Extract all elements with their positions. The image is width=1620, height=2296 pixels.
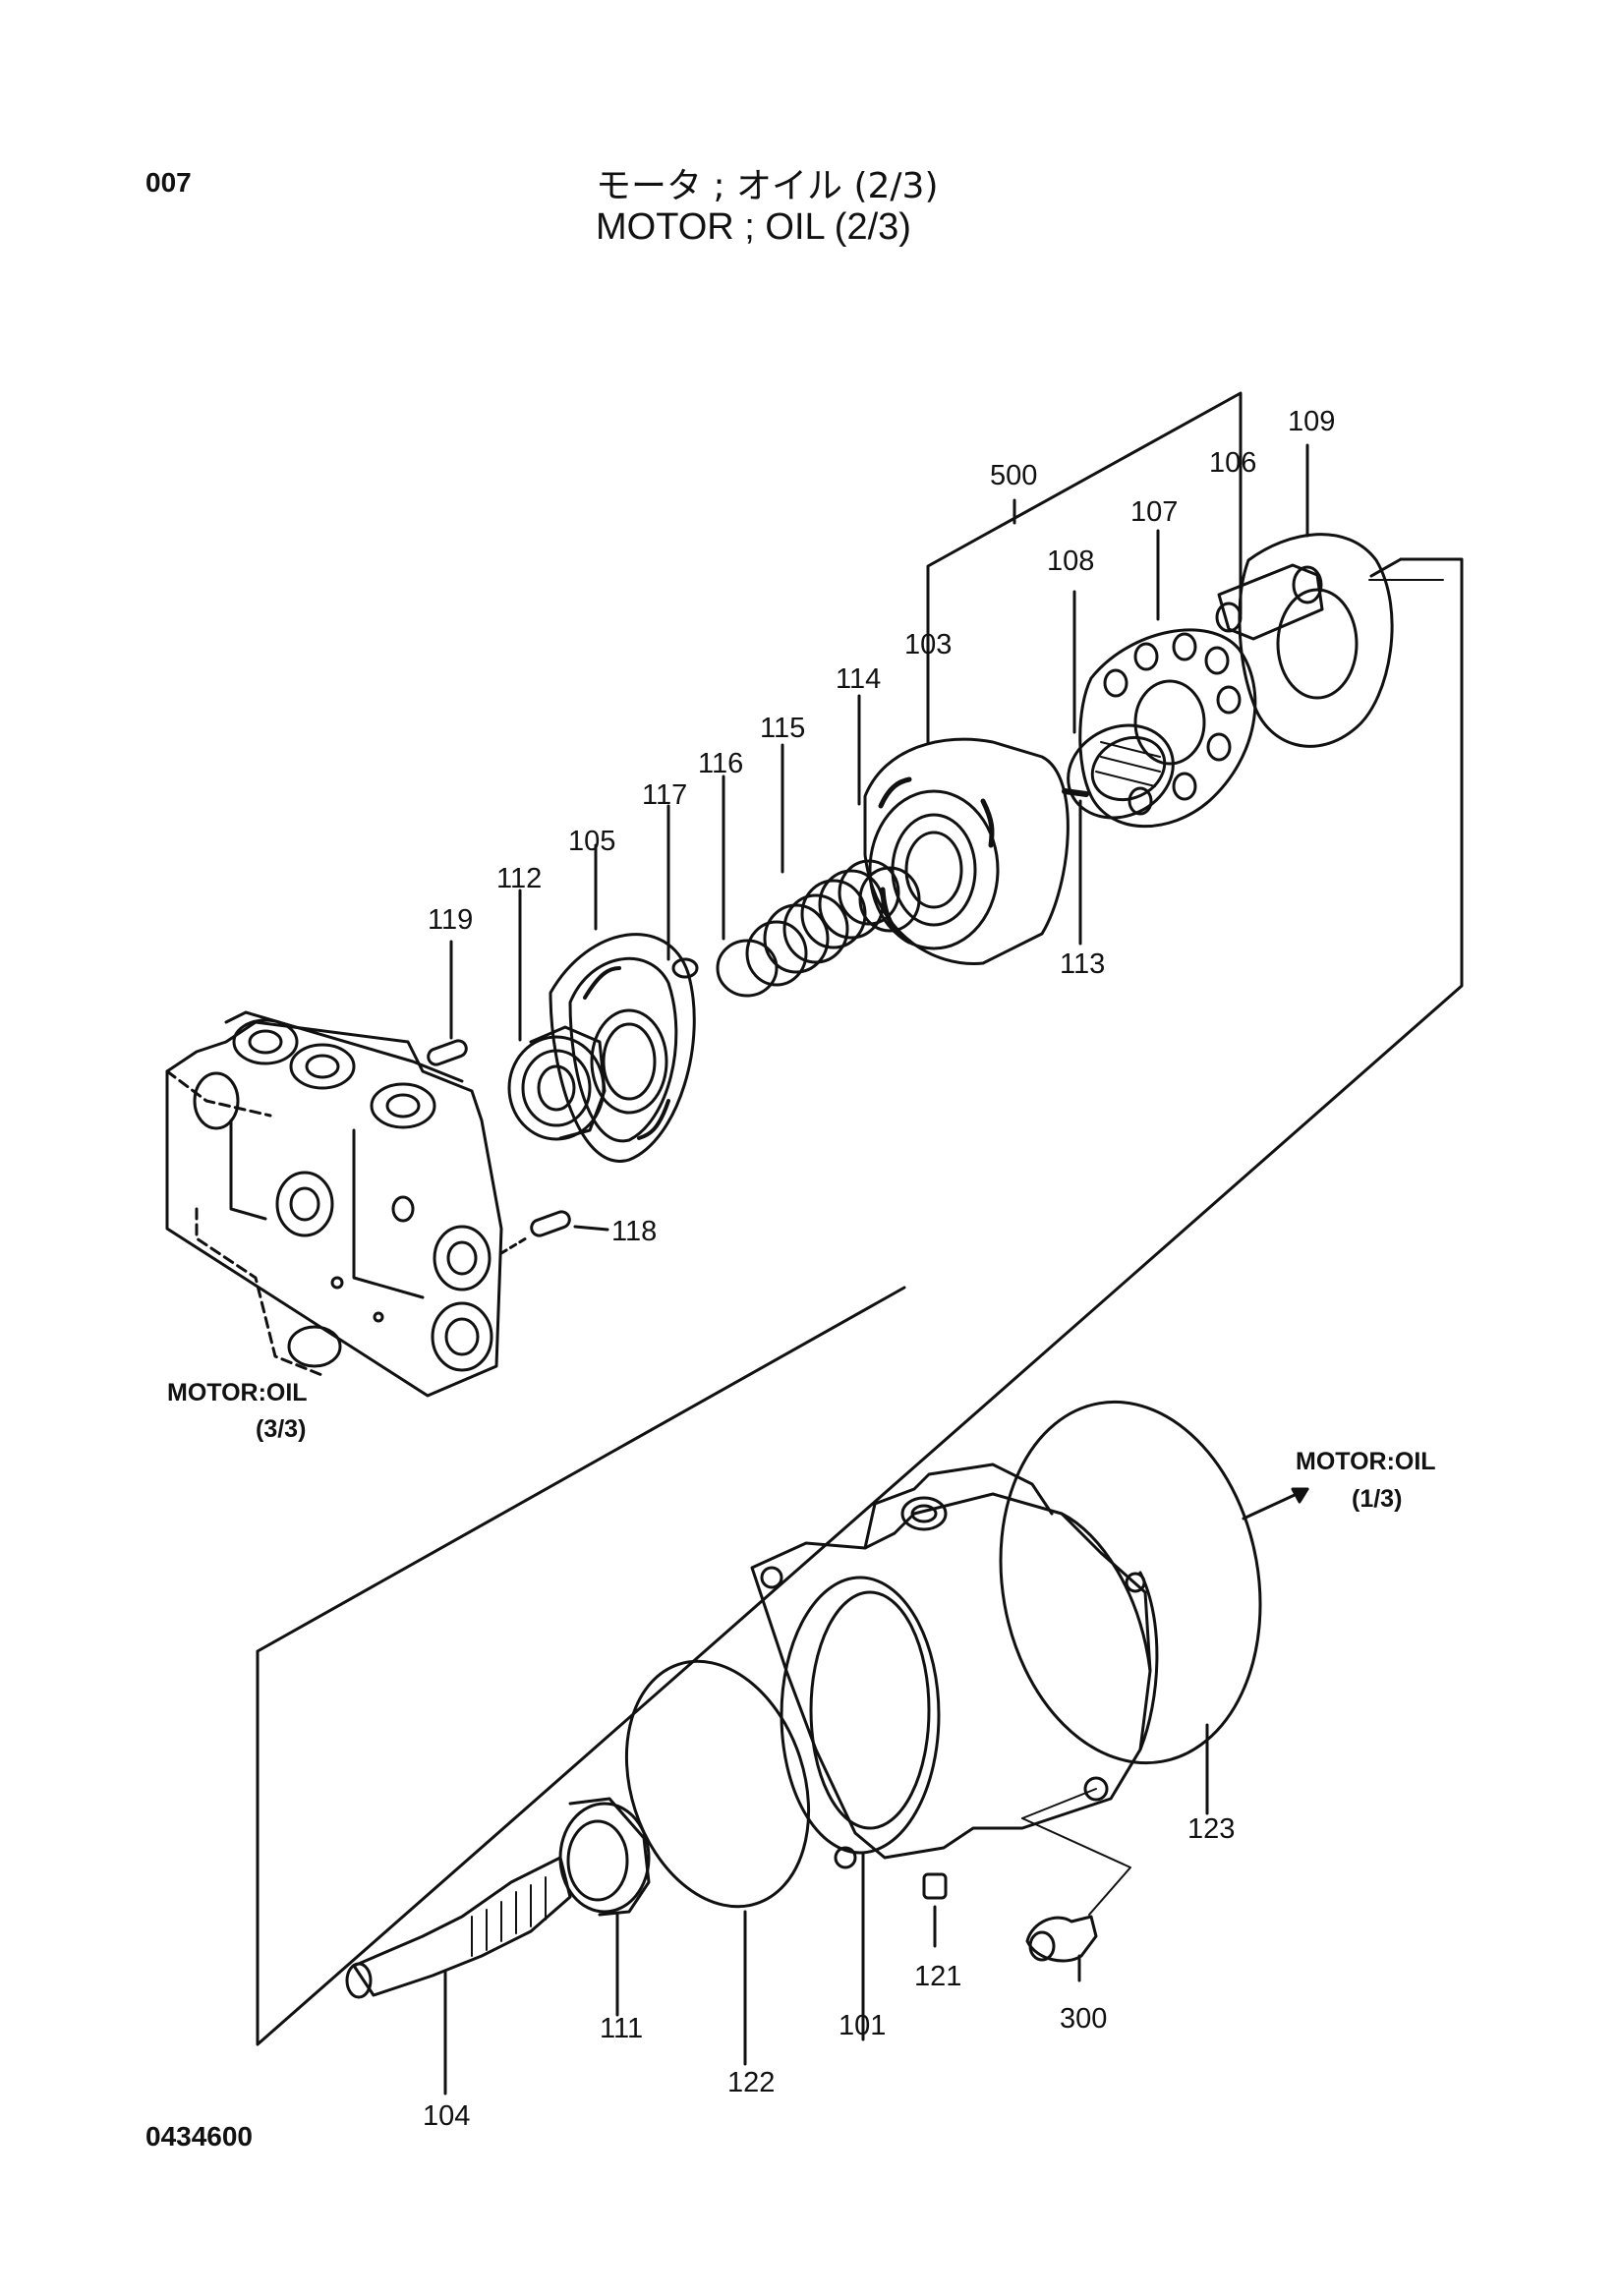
o-ring-123 <box>999 1400 1262 1815</box>
ref-motor-oil-1-3-line1: MOTOR:OIL <box>1296 1448 1436 1475</box>
shaft-104 <box>345 1856 572 2095</box>
ring-114 <box>857 694 921 933</box>
label-101: 101 <box>839 2010 886 2041</box>
pin-119 <box>427 940 468 1066</box>
label-113: 113 <box>1060 948 1105 980</box>
swash-plate-109 <box>1238 443 1394 748</box>
o-ring-122 <box>624 1659 811 2066</box>
label-111: 111 <box>600 2013 643 2044</box>
plug-121 <box>922 1872 948 1948</box>
pin-113 <box>1062 788 1089 946</box>
pin-118 <box>499 1210 609 1255</box>
arrow-to-motor-oil-1-3 <box>1242 1487 1309 1521</box>
label-107: 107 <box>1130 496 1178 528</box>
plate-107 <box>1078 529 1257 829</box>
cylinder-block-103 <box>863 737 1070 965</box>
bearing-112 <box>507 889 607 1141</box>
label-116: 116 <box>698 748 743 779</box>
label-103: 103 <box>904 629 952 660</box>
label-114: 114 <box>836 663 881 695</box>
bolt-300 <box>1021 1788 1131 1982</box>
label-104: 104 <box>423 2100 470 2132</box>
assembly-frame <box>256 557 1464 2046</box>
label-300: 300 <box>1060 2003 1107 2035</box>
label-118: 118 <box>611 1216 657 1247</box>
housing-101 <box>750 1463 1159 2041</box>
valve-block <box>165 1010 503 1398</box>
ref-motor-oil-3-3-line1: MOTOR:OIL <box>167 1379 308 1406</box>
label-119: 119 <box>428 904 473 936</box>
page-number: 007 <box>145 167 192 198</box>
label-105: 105 <box>568 826 615 857</box>
reference-labels: MOTOR:OIL (3/3) MOTOR:OIL (1/3) <box>167 1379 1436 1513</box>
label-121: 121 <box>914 1961 961 1992</box>
label-108: 108 <box>1047 545 1094 577</box>
title-japanese: モータ ; オイル (2/3) <box>596 166 939 206</box>
label-500: 500 <box>990 460 1037 491</box>
retainer-108 <box>1067 590 1175 820</box>
part-labels: 500 109 106 107 108 103 114 115 116 117 … <box>423 406 1335 2132</box>
pin-117 <box>666 804 699 979</box>
label-115: 115 <box>760 713 805 744</box>
ref-motor-oil-3-3-line2: (3/3) <box>256 1415 306 1443</box>
title-english: MOTOR ; OIL (2/3) <box>596 206 911 248</box>
label-106: 106 <box>1209 447 1256 479</box>
document-code: 0434600 <box>145 2121 254 2152</box>
ring-116 <box>716 775 779 998</box>
ref-motor-oil-1-3-line2: (1/3) <box>1352 1485 1402 1513</box>
label-112: 112 <box>496 863 542 894</box>
label-123: 123 <box>1187 1813 1235 1845</box>
bearing-111 <box>558 1797 651 2017</box>
valve-plate-105 <box>549 843 696 1163</box>
label-117: 117 <box>642 779 687 811</box>
label-122: 122 <box>727 2067 775 2098</box>
label-109: 109 <box>1288 406 1335 437</box>
